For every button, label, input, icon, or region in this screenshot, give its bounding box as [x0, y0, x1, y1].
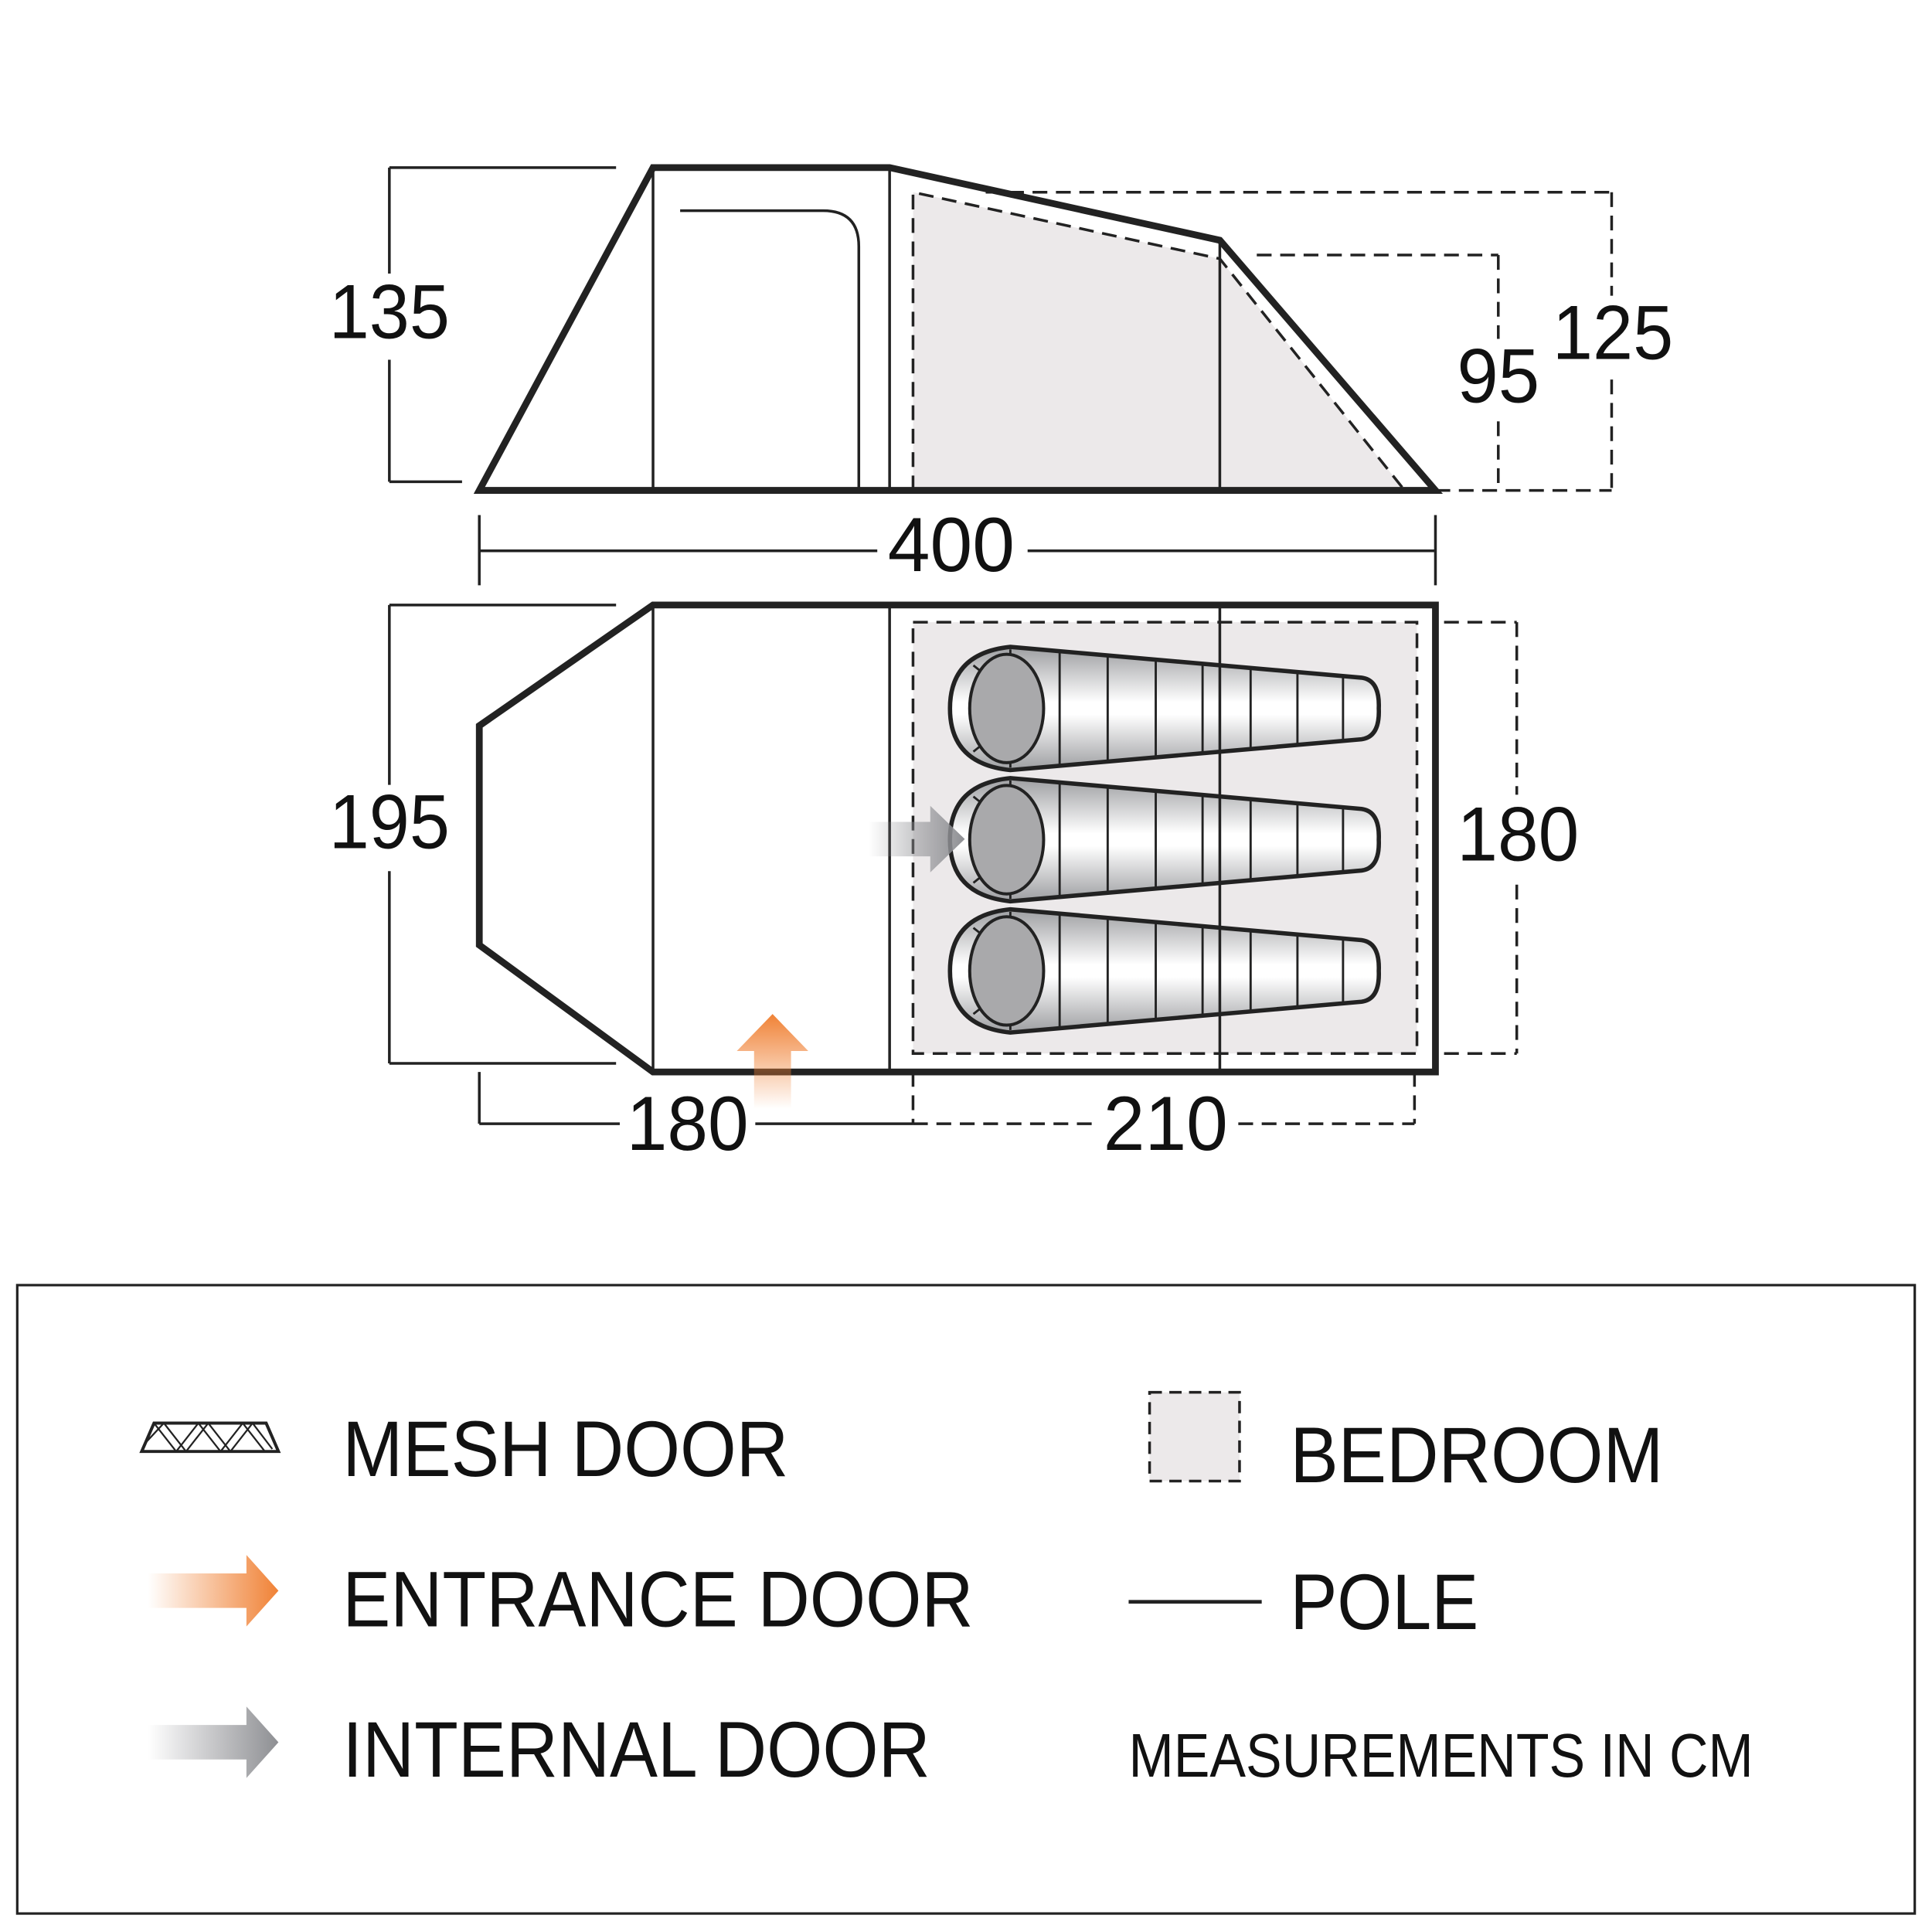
side-bedroom-area: [913, 192, 1405, 491]
bag-hood: [968, 915, 1046, 1027]
dimension-label: 195: [329, 780, 450, 865]
dimension-180-bedroom: 180: [1444, 621, 1579, 1055]
dimension-label: 135: [329, 269, 450, 354]
internal-arrow-icon: [148, 1706, 279, 1778]
dimension-label: 125: [1553, 291, 1673, 376]
dimension-label: 180: [627, 1081, 749, 1166]
legend-box: [15, 1284, 1917, 1915]
dimension-125: 125: [985, 190, 1673, 492]
dimension-label: 400: [888, 502, 1015, 587]
mesh-door-icon: [139, 1421, 281, 1454]
dimension-label: 95: [1457, 333, 1539, 418]
dimension-210: 210: [911, 1072, 1417, 1166]
side-outline: [473, 164, 1444, 494]
sleeping-bag: [947, 776, 1381, 904]
dimension-135: 135: [329, 166, 617, 484]
dimension-195: 195: [329, 604, 617, 1065]
legend-units-note: MEASUREMENTS IN CM: [1128, 1721, 1753, 1790]
dimension-label: 180: [1457, 791, 1579, 876]
bedroom-swatch-icon: [1148, 1390, 1241, 1483]
legend-bedroom-label: BEDROOM: [1290, 1411, 1663, 1499]
bag-hood: [968, 652, 1046, 764]
sleeping-bag: [947, 906, 1381, 1035]
side-view: 135 125 95 400: [329, 164, 1673, 587]
legend-mesh-door-label: MESH DOOR: [342, 1405, 788, 1493]
side-door-outline: [680, 209, 861, 491]
side-bedroom-outline: [911, 190, 1406, 492]
entrance-door-arrow: [736, 1014, 808, 1109]
legend: MESH DOOR ENTRANCE DOOR INTERNAL DOOR BE…: [15, 1284, 1917, 1915]
floor-plan: 195 180 180 210: [329, 601, 1579, 1166]
dimension-95: 95: [1257, 253, 1539, 491]
dimension-180-porch: 180: [478, 1072, 913, 1166]
entrance-arrow-icon: [148, 1555, 279, 1627]
dimension-label: 210: [1104, 1081, 1228, 1166]
legend-pole-label: POLE: [1290, 1558, 1478, 1646]
sleeping-bags: [947, 645, 1381, 1035]
internal-door-arrow: [869, 805, 965, 872]
dimension-400: 400: [478, 502, 1437, 587]
legend-internal-door-label: INTERNAL DOOR: [342, 1706, 930, 1794]
bag-hood: [968, 784, 1046, 896]
legend-entrance-door-label: ENTRANCE DOOR: [342, 1556, 973, 1644]
